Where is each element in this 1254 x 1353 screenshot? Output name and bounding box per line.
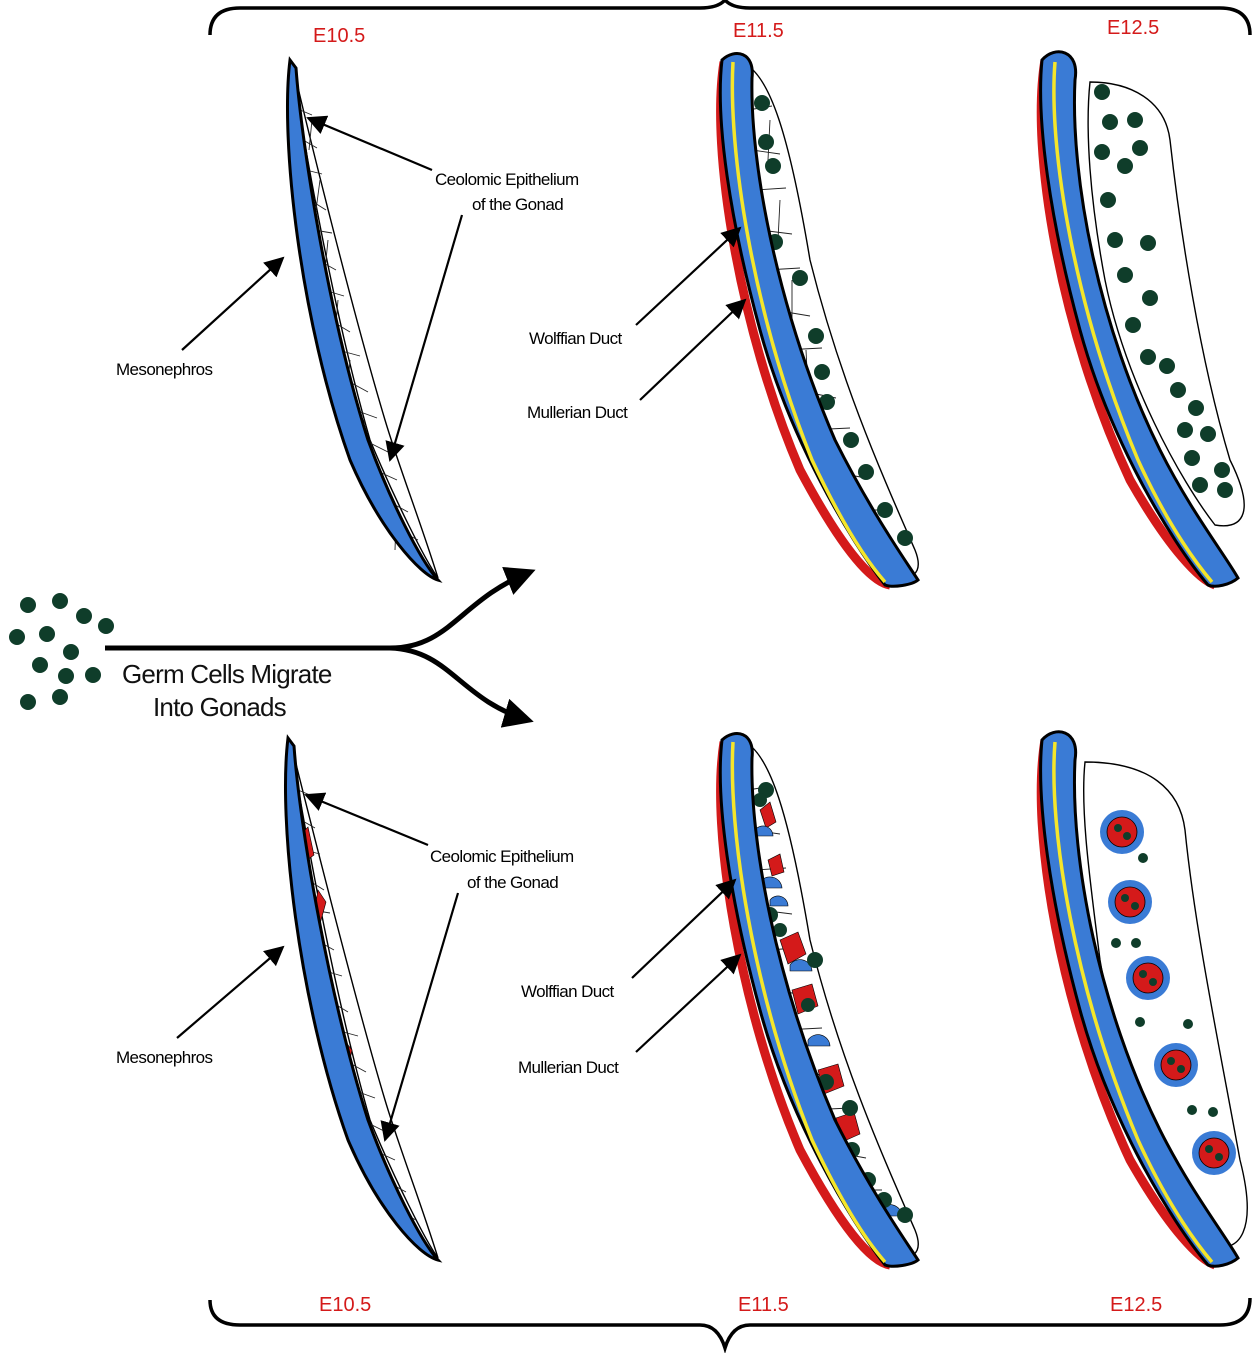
migration-arrow-lower — [390, 648, 528, 720]
arrow-wolffian-top — [636, 228, 740, 325]
label-germ-cells-migrate-line2: Into Gonads — [153, 692, 287, 722]
gonad-top-e10-5 — [288, 60, 439, 580]
arrow-wolffian-bottom — [632, 880, 735, 978]
arrow-coelomic-bottom-lower — [385, 893, 458, 1140]
gonad-bottom-e11-5 — [720, 734, 918, 1267]
gonad-bottom-e10-5 — [286, 738, 439, 1260]
gonad-bottom-e12-5 — [1041, 732, 1248, 1266]
stage-label-bottom-e10-5: E10.5 — [319, 1294, 371, 1316]
label-coelomic-epithelium-top-line1: Ceolomic Epithelium — [435, 170, 579, 189]
label-mullerian-duct-bottom: Mullerian Duct — [518, 1058, 619, 1077]
label-mesonephros-bottom: Mesonephros — [116, 1048, 213, 1067]
label-coelomic-epithelium-bottom-line2: of the Gonad — [467, 873, 558, 892]
migration-arrow-upper — [105, 572, 530, 648]
label-mullerian-duct-top: Mullerian Duct — [527, 403, 628, 422]
arrow-coelomic-top-lower — [390, 215, 462, 460]
gonad-top-e11-5 — [720, 54, 918, 587]
stage-label-bottom-e11-5: E11.5 — [738, 1294, 789, 1316]
stage-label-top-e10-5: E10.5 — [313, 25, 365, 47]
label-coelomic-epithelium-top-line2: of the Gonad — [472, 195, 563, 214]
germ-cell-cluster — [9, 593, 114, 710]
stage-label-top-e12-5: E12.5 — [1107, 17, 1159, 39]
stage-label-top-e11-5: E11.5 — [733, 20, 784, 42]
label-wolffian-duct-top: Wolffian Duct — [529, 329, 623, 348]
top-brace — [210, 0, 1250, 35]
arrow-mesonephros-bottom — [177, 947, 283, 1038]
gonad-top-e12-5 — [1041, 52, 1245, 586]
label-coelomic-epithelium-bottom-line1: Ceolomic Epithelium — [430, 847, 574, 866]
arrow-coelomic-bottom-upper — [306, 795, 428, 845]
arrow-mesonephros-top — [182, 258, 283, 350]
label-germ-cells-migrate-line1: Germ Cells Migrate — [122, 659, 332, 689]
label-wolffian-duct-bottom: Wolffian Duct — [521, 982, 615, 1001]
arrow-coelomic-top-upper — [308, 118, 432, 170]
label-mesonephros-top: Mesonephros — [116, 360, 213, 379]
arrow-mullerian-bottom — [636, 955, 740, 1052]
arrow-mullerian-top — [640, 300, 745, 400]
stage-label-bottom-e12-5: E12.5 — [1110, 1294, 1162, 1316]
